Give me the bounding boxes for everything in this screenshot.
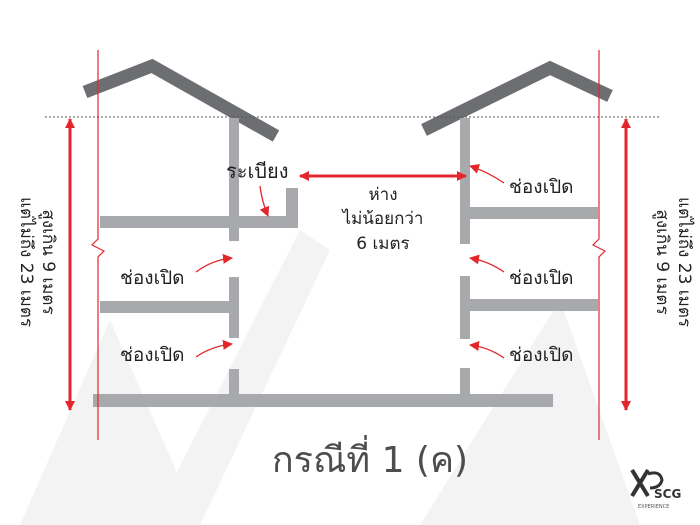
right-roof: [421, 60, 613, 136]
left-height-label-line2: แต่ไม่ถึง 23 เมตร: [16, 197, 37, 327]
right-opening-pointer-3: [469, 341, 505, 359]
left-opening-label-2: ช่องเปิด: [120, 344, 184, 366]
right-height-label-line2: แต่ไม่ถึง 23 เมตร: [674, 197, 695, 327]
case-caption: กรณีที่ 1 (ค): [272, 435, 468, 481]
left-floor-slab: [100, 216, 298, 228]
right-opening-pointer-1: [469, 164, 505, 184]
left-wall-segment: [229, 369, 239, 396]
left-opening-pointer-1: [195, 253, 233, 273]
right-opening-label-1: ช่องเปิด: [509, 176, 573, 198]
right-opening-label-3: ช่องเปิด: [509, 344, 573, 366]
right-building: [421, 60, 613, 396]
left-wall-segment: [229, 118, 239, 241]
gap-label-line1: ห่าง: [368, 185, 397, 205]
left-opening-label-1: ช่องเปิด: [120, 267, 184, 289]
right-floor-slab: [460, 299, 598, 311]
balcony-parapet: [286, 188, 298, 222]
left-floor-slab: [100, 301, 238, 313]
logo-mark-icon: [630, 468, 650, 498]
balcony-pointer: [259, 185, 270, 217]
right-wall-segment: [460, 368, 470, 396]
right-boundary-line: [591, 50, 607, 440]
right-height-label-line1: สูงเกิน 9 เมตร: [652, 209, 672, 314]
balcony-label: ระเบียง: [226, 159, 289, 183]
right-wall-segment: [460, 118, 470, 244]
logo-name: SCG: [654, 487, 681, 501]
left-building: [82, 58, 298, 396]
right-floor-slab: [460, 207, 598, 219]
left-height-label-line1: สูงเกิน 9 เมตร: [38, 209, 58, 314]
pointer-arrows: [195, 164, 505, 359]
left-roof: [82, 58, 280, 142]
gap-label-line3: 6 เมตร: [356, 234, 409, 254]
gap-label-line2: ไม่น้อยกว่า: [341, 208, 424, 229]
right-opening-label-2: ช่องเปิด: [509, 267, 573, 289]
background-watermark: [20, 230, 640, 525]
left-boundary-line: [90, 50, 106, 440]
ground-slab: [93, 394, 553, 407]
logo-subtitle: EXPERIENCE: [638, 504, 669, 510]
scg-logo: SCG EXPERIENCE: [630, 468, 681, 510]
left-opening-pointer-2: [195, 339, 233, 358]
right-opening-pointer-2: [469, 254, 505, 273]
